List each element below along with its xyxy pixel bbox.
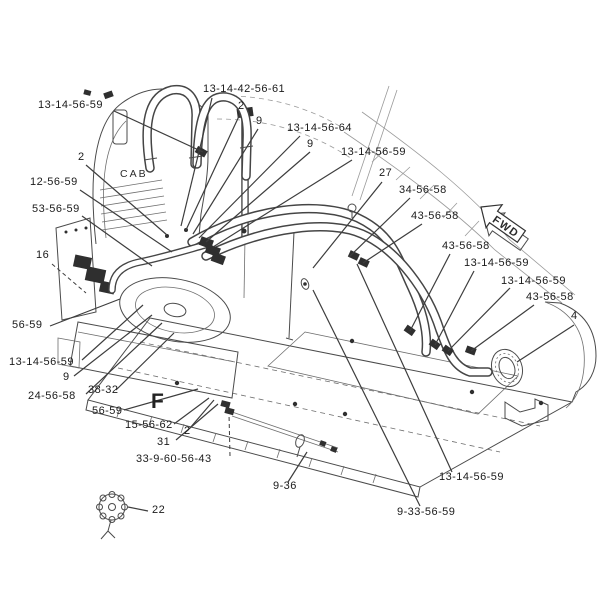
- leader-line: [81, 304, 144, 361]
- leader-line: [127, 506, 149, 512]
- leader-line: [516, 324, 575, 363]
- part-callout: 13-14-56-59: [341, 146, 406, 158]
- leader-line: [185, 113, 241, 231]
- cab-structure: CAB: [83, 88, 209, 245]
- part-callout: 9: [63, 371, 70, 383]
- part-callout: 9-36: [273, 480, 297, 492]
- part-callout: 43-56-58: [442, 240, 490, 252]
- leader-line: [228, 413, 231, 457]
- leader-line: [49, 298, 121, 327]
- part-callout: 12-56-59: [30, 176, 78, 188]
- part-callout: 56-59: [92, 405, 123, 417]
- part-callout: 13-14-56-59: [9, 356, 74, 368]
- leader-line: [356, 263, 453, 473]
- main-hoses: [108, 203, 524, 388]
- hose-loops: [142, 84, 254, 181]
- part-callout: 9-33-56-59: [397, 506, 456, 518]
- part-callout: 2: [78, 151, 85, 163]
- knob-part: [96, 491, 128, 540]
- part-callout: 13-14-56-59: [464, 257, 529, 269]
- part-callout: 53-56-59: [32, 203, 80, 215]
- part-callout: 31: [157, 436, 171, 448]
- part-callout: 15-56-62: [125, 419, 173, 431]
- leader-line: [189, 399, 215, 429]
- part-callout: 56-59: [12, 319, 43, 331]
- part-callout: 22: [152, 504, 166, 516]
- leader-line: [79, 189, 173, 253]
- leader-line: [312, 289, 421, 507]
- part-callout: 34-56-58: [399, 184, 447, 196]
- part-callout: 16: [36, 249, 50, 261]
- leader-line: [198, 135, 301, 239]
- leader-line: [51, 263, 87, 294]
- part-callout: 13-14-42-56-61: [203, 83, 286, 95]
- leader-line: [312, 181, 383, 269]
- leader-line: [362, 223, 423, 264]
- leader-line: [123, 388, 199, 411]
- leader-line: [175, 403, 219, 441]
- leader-line: [287, 451, 308, 483]
- leader-line: [113, 110, 204, 153]
- part-callout: 27: [379, 167, 393, 179]
- part-callout: 9: [307, 138, 314, 150]
- leader-line: [173, 397, 210, 425]
- part-callout: 2: [238, 100, 245, 112]
- part-callout: 13-14-56-59: [38, 99, 103, 111]
- leader-line: [470, 304, 535, 352]
- view-letter: F: [151, 390, 164, 413]
- leader-line: [81, 215, 153, 267]
- part-callout: 13-14-56-59: [501, 275, 566, 287]
- part-callout: 9: [256, 115, 263, 127]
- leader-line: [205, 151, 311, 243]
- leader-line: [192, 128, 259, 235]
- leader-line: [447, 287, 511, 352]
- part-callout: 2: [184, 425, 191, 437]
- leader-line: [73, 314, 153, 377]
- leader-line: [180, 97, 213, 227]
- part-callout: 13-14-56-59: [439, 471, 504, 483]
- part-callout: 13-14-56-64: [287, 122, 352, 134]
- leader-line: [85, 164, 168, 236]
- part-callout: 24-56-58: [28, 390, 76, 402]
- leader-line: [348, 197, 411, 258]
- leader-line: [85, 322, 163, 395]
- cab-label: CAB: [120, 168, 148, 180]
- part-callout: 4: [571, 310, 578, 322]
- part-callout: 43-56-58: [411, 210, 459, 222]
- leader-line: [409, 253, 451, 332]
- leader-line: [212, 159, 353, 248]
- part-callout: 33-9-60-56-43: [136, 453, 212, 465]
- part-callout: 43-56-58: [526, 291, 574, 303]
- part-callout: 38-32: [88, 384, 119, 396]
- leader-line: [115, 332, 175, 391]
- leader-line: [434, 270, 475, 346]
